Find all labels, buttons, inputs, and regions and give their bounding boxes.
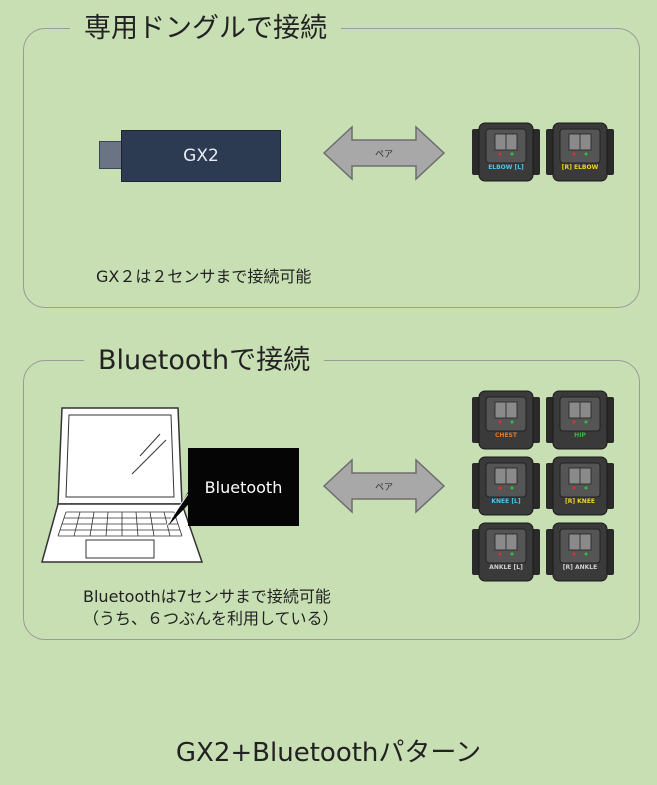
sensor-label: [R] KNEE: [565, 498, 595, 505]
sensor-label: CHEST: [495, 432, 518, 439]
bluetooth-note-line2: （うち、６つぶんを利用している）: [83, 609, 339, 628]
pair-arrow-dongle-label: ペア: [375, 150, 393, 160]
sensor-label: HIP: [574, 432, 586, 439]
sensor-label: KNEE [L]: [491, 498, 521, 505]
dongle-note: GX２は２センサまで接続可能: [96, 267, 312, 286]
sensor-device: [R] ANKLE: [546, 522, 614, 582]
gx2-dongle-label: GX2: [183, 146, 219, 166]
gx2-dongle: GX2: [121, 130, 281, 182]
sensor-device: HIP: [546, 390, 614, 450]
laptop-icon: [41, 407, 204, 563]
sensor-device: KNEE [L]: [472, 456, 540, 516]
bluetooth-note-line1: Bluetoothは7センサまで接続可能: [83, 587, 331, 606]
dongle-panel: 専用ドングルで接続: [23, 7, 640, 308]
sensor-device: ELBOW [L]: [472, 122, 540, 182]
sensor-device: [R] KNEE: [546, 456, 614, 516]
pair-arrow-dongle: ペア: [322, 125, 446, 181]
bluetooth-box-label: Bluetooth: [204, 477, 283, 497]
sensor-label: ELBOW [L]: [488, 164, 524, 171]
pair-arrow-bluetooth: ペア: [322, 458, 446, 514]
dongle-panel-title: 専用ドングルで接続: [70, 7, 341, 51]
pattern-title: GX2+Bluetoothパターン: [175, 738, 482, 768]
sensor-label: [R] ELBOW: [562, 164, 599, 171]
sensor-label: [R] ANKLE: [563, 564, 597, 571]
bluetooth-panel: Bluetoothで接続: [23, 339, 640, 640]
pair-arrow-bluetooth-label: ペア: [375, 483, 393, 493]
sensor-device: [R] ELBOW: [546, 122, 614, 182]
bluetooth-panel-title: Bluetoothで接続: [84, 339, 325, 383]
dongle-plug: [99, 141, 122, 169]
sensor-device: ANKLE [L]: [472, 522, 540, 582]
sensor-label: ANKLE [L]: [489, 564, 523, 571]
sensor-device: CHEST: [472, 390, 540, 450]
bluetooth-label-box: Bluetooth: [188, 448, 299, 526]
